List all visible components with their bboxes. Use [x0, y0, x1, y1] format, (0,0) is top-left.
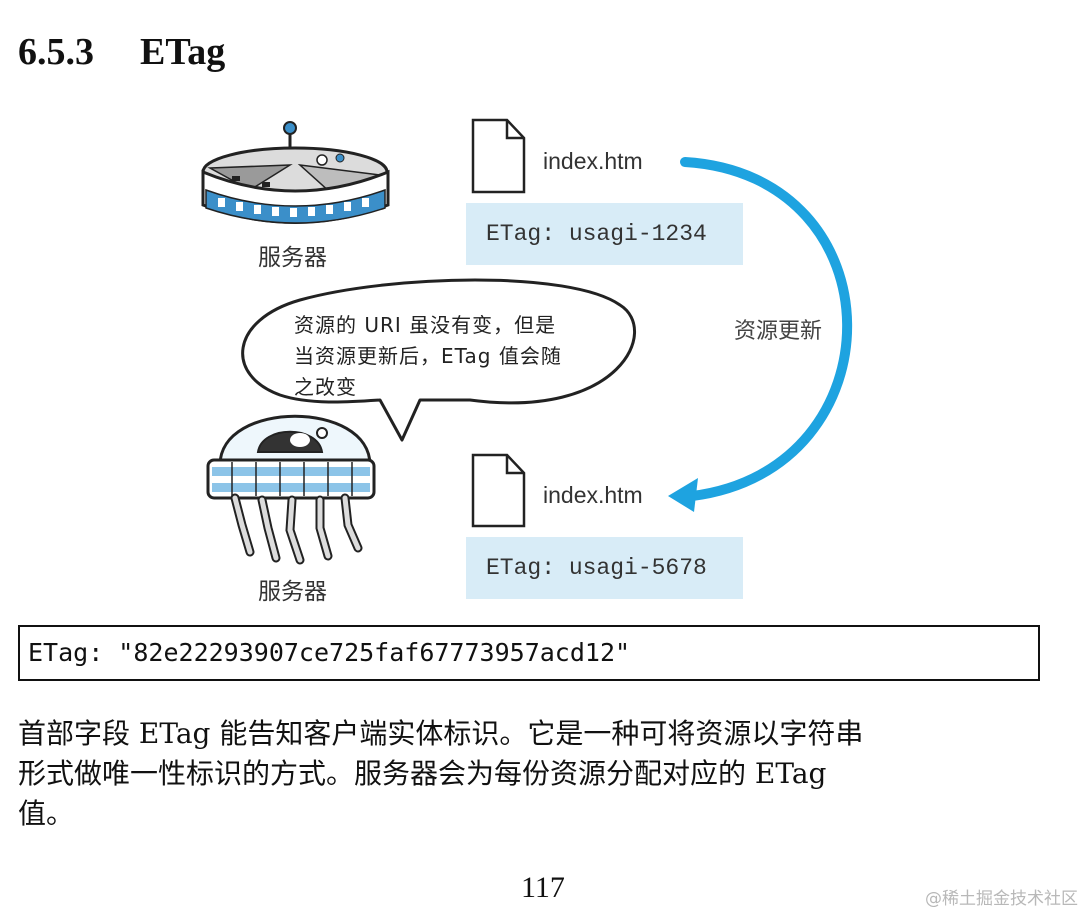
paragraph-line: 首部字段 ETag 能告知客户端实体标识。它是一种可将资源以字符串: [18, 717, 864, 750]
etag-box-bottom: ETag: usagi-5678: [466, 537, 743, 599]
speech-bubble-line: 当资源更新后，ETag 值会随: [294, 344, 562, 368]
watermark: @稀土掘金技术社区: [925, 889, 1078, 909]
update-arrow-label: 资源更新: [734, 319, 823, 344]
server-top-illustration: [201, 121, 390, 224]
server-label-bottom: 服务器: [258, 579, 327, 605]
server-label-top: 服务器: [258, 245, 327, 271]
code-example-box: ETag: "82e22293907ce725faf67773957acd12": [18, 625, 1040, 681]
speech-bubble-line: 资源的 URI 虽没有变，但是: [294, 313, 557, 337]
section-number: 6.5.3: [18, 31, 94, 73]
server-bottom-illustration: [206, 414, 376, 565]
body-paragraph: 首部字段 ETag 能告知客户端实体标识。它是一种可将资源以字符串 形式做唯一性…: [18, 714, 1028, 834]
update-arrow: [668, 157, 853, 512]
etag-box-top: ETag: usagi-1234: [466, 203, 743, 265]
filename-bottom: index.htm: [543, 482, 643, 508]
etag-figure: 服务器 index.htm ETag: usagi-1234 资源更新 资源的 …: [201, 118, 853, 605]
paragraph-line: 形式做唯一性标识的方式。服务器会为每份资源分配对应的 ETag: [18, 757, 827, 790]
speech-bubble: [241, 278, 636, 442]
document-icon-top: [471, 118, 526, 194]
speech-bubble-line: 之改变: [294, 375, 357, 399]
section-heading: 6.5.3 ETag: [18, 28, 225, 76]
filename-top: index.htm: [543, 148, 643, 174]
speech-bubble-text: 资源的 URI 虽没有变，但是 当资源更新后，ETag 值会随 之改变: [294, 310, 614, 403]
section-title: ETag: [140, 31, 226, 73]
page-number: 117: [521, 871, 565, 904]
paragraph-line: 值。: [18, 797, 75, 830]
document-icon-bottom: [471, 453, 526, 528]
